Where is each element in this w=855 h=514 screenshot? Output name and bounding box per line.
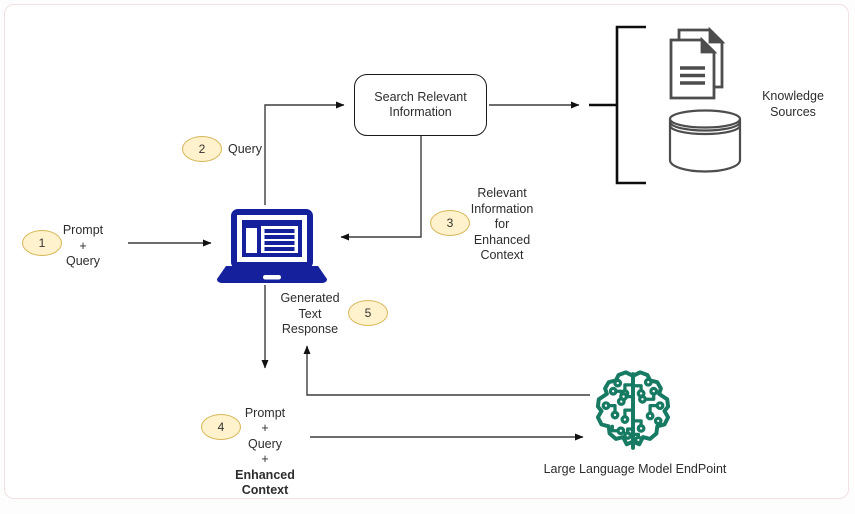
search-relevant-information-box: Search Relevant Information — [354, 74, 487, 136]
arrow-llm-to-response — [303, 345, 590, 396]
step-badge-3: 3 — [430, 210, 470, 236]
label-enhanced-context: Enhanced Context — [235, 467, 295, 498]
step-badge-1: 1 — [22, 230, 62, 256]
brain-circuit-icon — [595, 370, 671, 450]
step-badge-4: 4 — [201, 414, 241, 440]
documents-icon — [669, 27, 726, 100]
label-knowledge-sources: Knowledge Sources — [762, 89, 824, 119]
label-relevant-information: Relevant Information for Enhanced Contex… — [470, 186, 534, 262]
label-prompt-query-plus: Prompt + Query + — [244, 405, 286, 467]
laptop-icon — [217, 209, 327, 283]
label-llm-endpoint: Large Language Model EndPoint — [543, 462, 727, 476]
label-generated-response: Generated Text Response — [280, 291, 340, 336]
knowledge-bracket — [589, 25, 646, 185]
label-prompt-query: Prompt + Query — [62, 223, 104, 268]
database-icon — [668, 109, 742, 173]
step-badge-2: 2 — [182, 136, 222, 162]
label-query: Query — [228, 142, 263, 156]
step-badge-5: 5 — [348, 300, 388, 326]
label-prompt-query-context: Prompt + Query + Enhanced Context — [215, 390, 315, 514]
arrow-search-to-laptop — [340, 136, 422, 241]
diagram-canvas: Search Relevant Information 1 2 3 4 5 Pr… — [4, 4, 849, 499]
